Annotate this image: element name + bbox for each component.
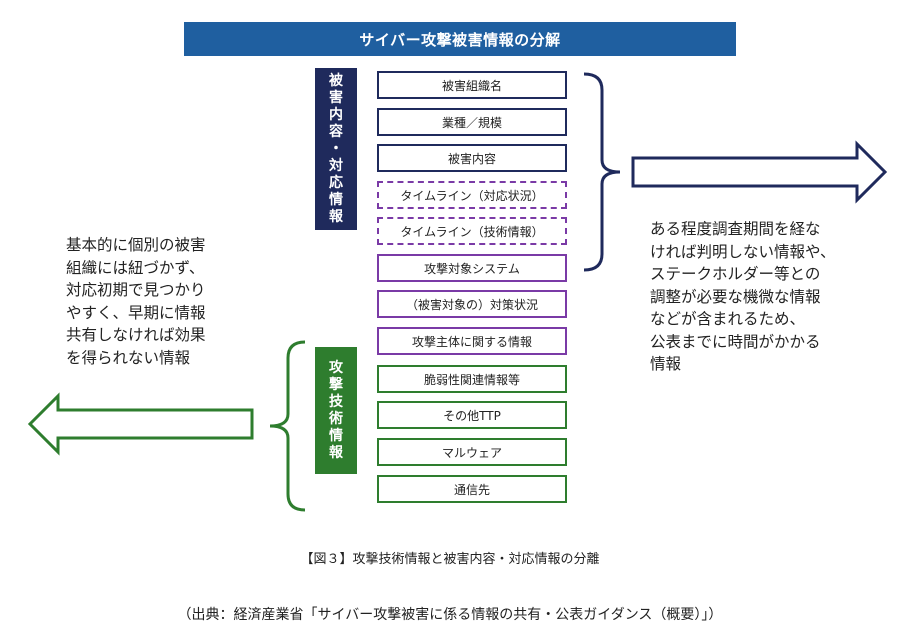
damage-label-char: 情 [329,191,343,208]
left-brace [269,340,306,512]
damage-info-label: 被 害 内 容 ・ 対 応 情 報 [315,68,357,230]
right-brace [583,72,621,272]
box-countermeasure-status: （被害対象の）対策状況 [377,290,567,318]
left-arrow [27,392,254,456]
attack-label-char: 術 [329,410,343,427]
box-attack-target-system: 攻撃対象システム [377,254,567,282]
damage-label-char: ・ [329,140,343,157]
box-timeline-technical: タイムライン（技術情報） [377,217,567,245]
diagram-title: サイバー攻撃被害情報の分解 [184,22,736,56]
source-citation: （出典：経済産業省「サイバー攻撃被害に係る情報の共有・公表ガイダンス（概要）」） [177,607,723,623]
box-c2-destination: 通信先 [377,475,567,503]
box-malware: マルウェア [377,438,567,466]
damage-label-char: 対 [329,157,343,174]
box-damage-content: 被害内容 [377,144,567,172]
attack-label-char: 情 [329,427,343,444]
box-vulnerability-info: 脆弱性関連情報等 [377,365,567,393]
damage-label-char: 報 [329,208,343,225]
damage-label-char: 害 [329,89,343,106]
damage-label-char: 容 [329,123,343,140]
figure-caption: 【図３】攻撃技術情報と被害内容・対応情報の分離 [300,552,600,567]
attack-label-char: 攻 [329,359,343,376]
box-industry-scale: 業種／規模 [377,108,567,136]
box-attacker-info: 攻撃主体に関する情報 [377,327,567,355]
box-timeline-response: タイムライン（対応状況） [377,181,567,209]
damage-label-char: 応 [329,174,343,191]
attack-label-char: 撃 [329,376,343,393]
attack-label-char: 技 [329,393,343,410]
right-note: ある程度調査期間を経な ければ判明しない情報や、 ステークホルダー等との 調整が… [650,220,836,373]
box-other-ttp: その他TTP [377,401,567,429]
right-arrow [631,140,888,204]
damage-label-char: 内 [329,106,343,123]
left-note: 基本的に個別の被害 組織には紐づかず、 対応初期で見つかり やすく、早期に情報 … [66,236,206,367]
attack-label-char: 報 [329,444,343,461]
damage-label-char: 被 [329,72,343,89]
box-victim-org-name: 被害組織名 [377,71,567,99]
attack-tech-info-label: 攻 撃 技 術 情 報 [315,347,357,474]
